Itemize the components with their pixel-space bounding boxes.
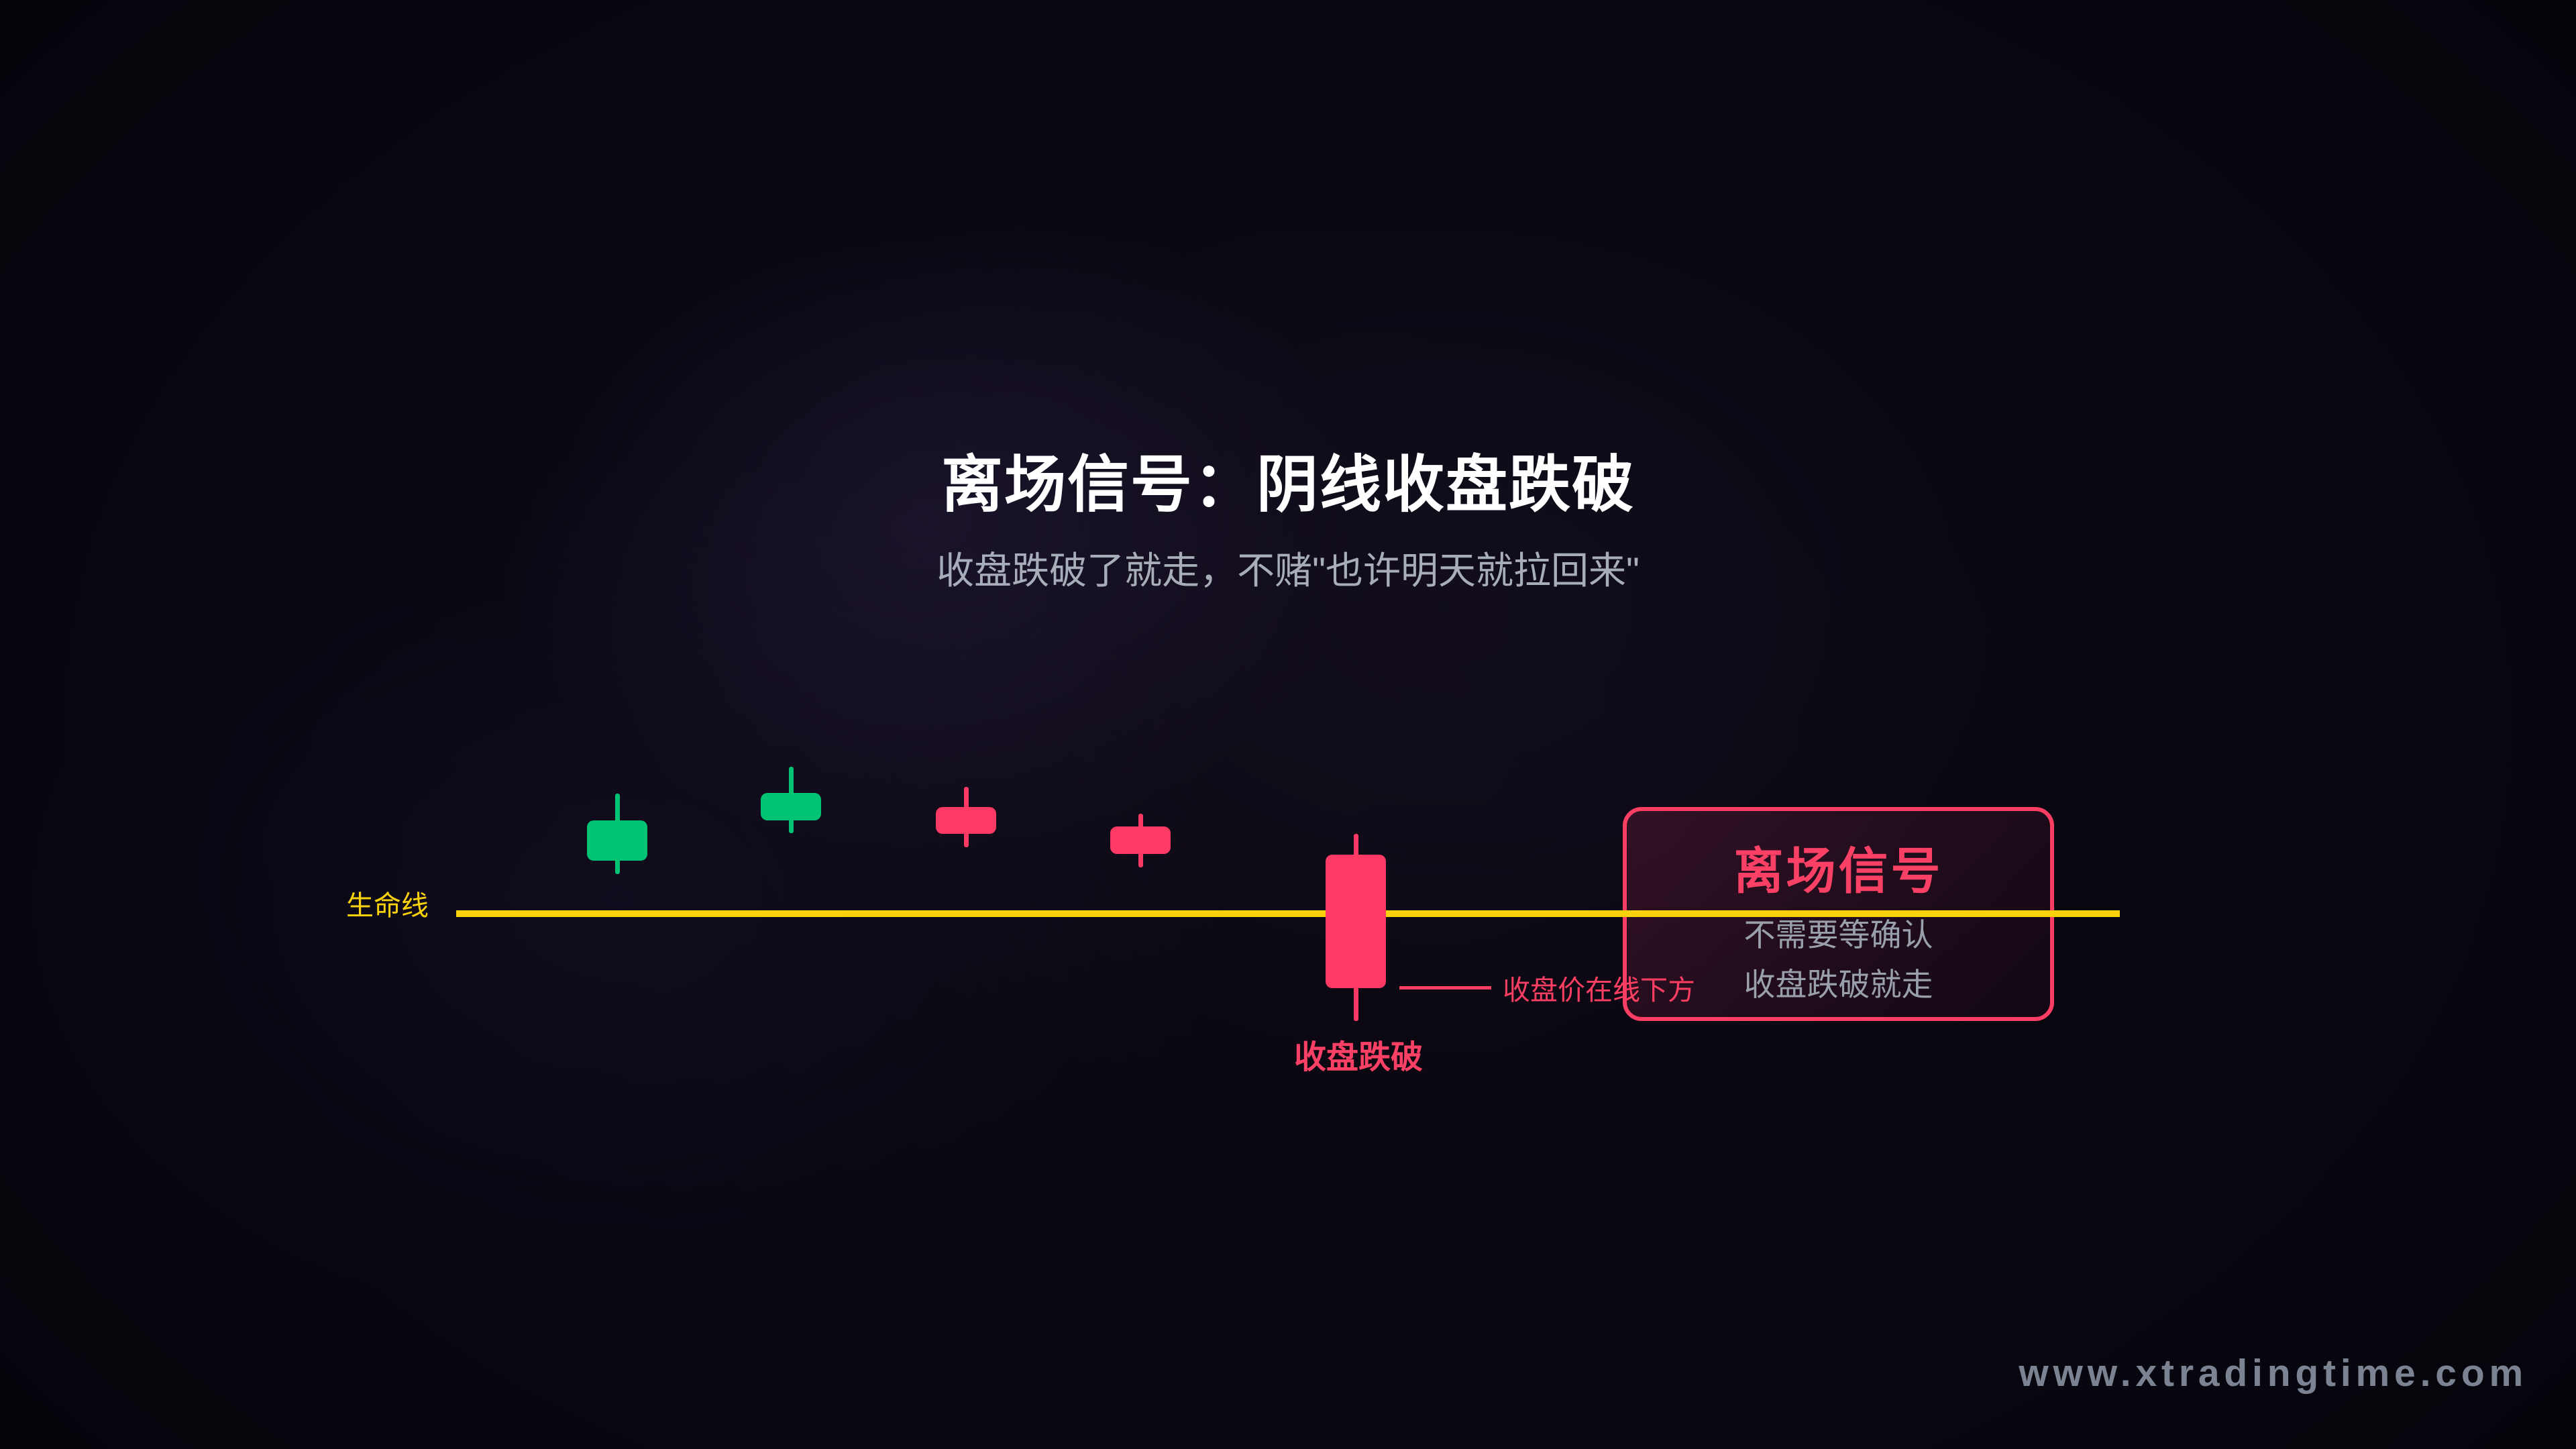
close-break-label: 收盘跌破 [1293,1040,1424,1075]
page-title: 离场信号：阴线收盘跌破 [941,451,1635,519]
candle-body-down [1326,855,1386,988]
exit-signal-rule-1: 不需要等确认 [1743,917,1933,953]
watermark-url: www.xtradingtime.com [2019,1352,2528,1395]
lifeline-support-line [456,910,2120,917]
exit-signal-callout-content: 离场信号 不需要等确认 收盘跌破就走 [1627,811,2050,1017]
exit-signal-title: 离场信号 [1733,843,1943,899]
candle-body-up [761,793,821,820]
candle-body-up [587,820,647,861]
page-subtitle: 收盘跌破了就走，不赌"也许明天就拉回来" [936,549,1640,592]
lifeline-label: 生命线 [346,890,429,921]
candle-body-down [1110,826,1171,854]
close-below-line-label: 收盘价在线下方 [1503,975,1695,1006]
close-below-line-pointer [1399,986,1491,989]
exit-signal-rule-2: 收盘跌破就走 [1743,966,1933,1002]
candle-body-down [936,807,996,834]
